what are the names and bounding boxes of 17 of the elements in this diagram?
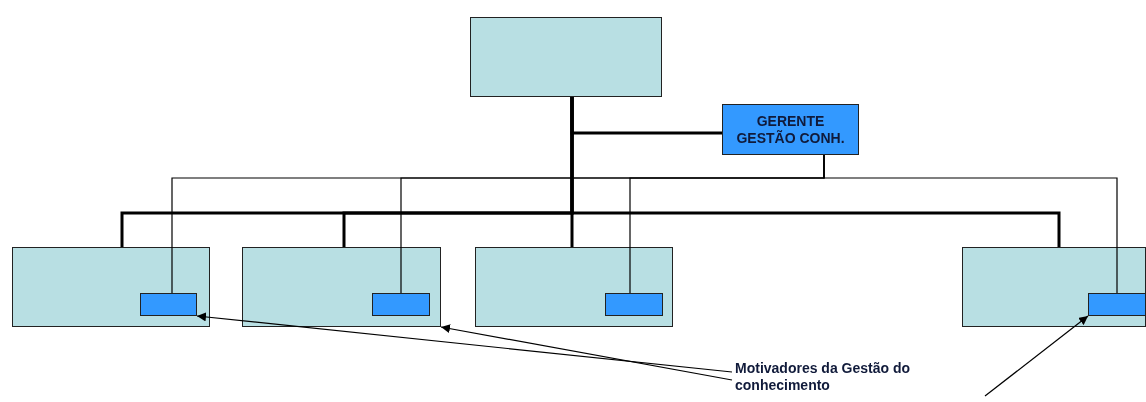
arrow <box>196 312 733 373</box>
org-box <box>605 293 663 316</box>
org-box <box>140 293 197 316</box>
box-label: GERENTE GESTÃO CONH. <box>735 112 846 147</box>
org-box <box>12 247 210 327</box>
connector-line <box>570 97 1061 247</box>
org-box <box>372 293 430 316</box>
org-box <box>242 247 441 327</box>
org-box <box>962 247 1146 327</box>
org-box <box>722 104 859 155</box>
org-box <box>470 17 662 97</box>
connector-line <box>823 154 1118 294</box>
callout-text: Motivadores da Gestão do conhecimento <box>735 360 912 394</box>
org-box <box>475 247 673 327</box>
arrow <box>440 324 733 381</box>
org-box <box>1088 293 1146 316</box>
arrow <box>984 315 1089 397</box>
